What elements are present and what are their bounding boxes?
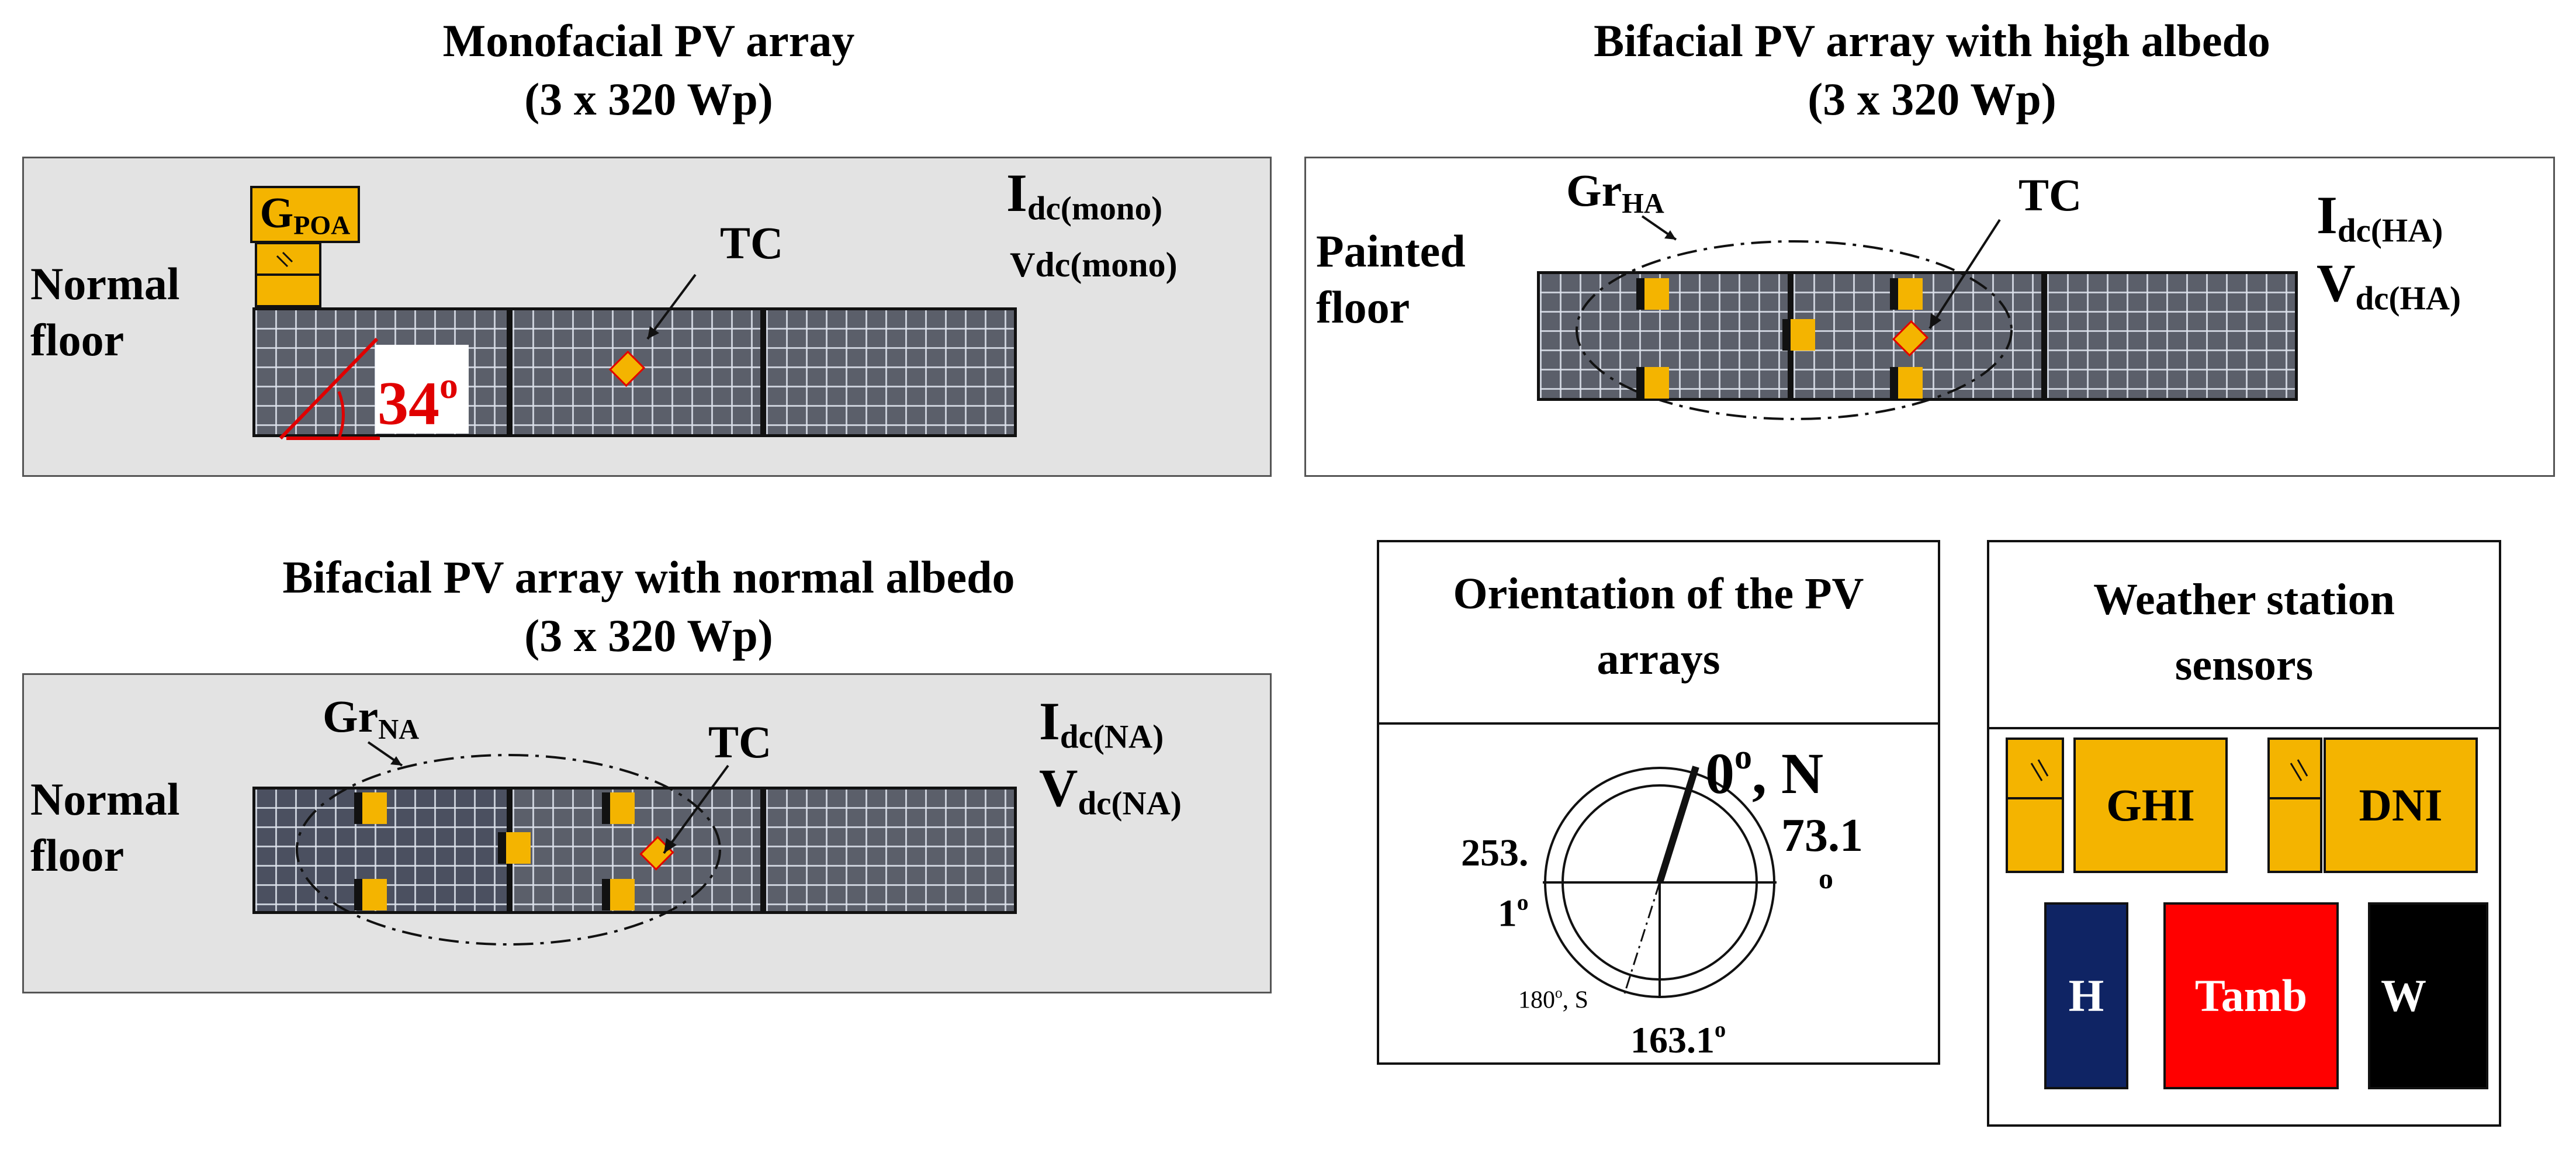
na-title-line1: Bifacial PV array with normal albedo xyxy=(282,552,1015,603)
dni-sensor-box: DNI xyxy=(2324,737,2478,873)
na-idc: Idc(NA) xyxy=(1039,691,1164,756)
compass-south-label: 180o, S xyxy=(1518,985,1588,1014)
ha-floor-line1: Painted xyxy=(1316,226,1466,276)
mono-floor-label: Normal floor xyxy=(30,256,180,368)
tamb-sensor-box: Tamb xyxy=(2163,902,2339,1089)
na-title: Bifacial PV array with normal albedo (3 … xyxy=(23,548,1274,665)
ha-rear-sensor-icon xyxy=(1782,319,1815,351)
weather-title-line1: Weather station xyxy=(2093,575,2395,624)
ha-tc-arrow xyxy=(1928,219,2001,330)
mono-floor-line1: Normal xyxy=(30,258,180,309)
compass-bottom-value: 163.1o xyxy=(1630,1017,1726,1061)
na-floor-line2: floor xyxy=(30,830,124,881)
na-tc-label: TC xyxy=(708,716,772,767)
na-vdc: Vdc(NA) xyxy=(1039,758,1182,822)
wind-sensor-box: W xyxy=(2368,902,2488,1089)
orientation-title: Orientation of the PV arrays xyxy=(1377,561,1940,692)
ha-rear-sensor-icon xyxy=(1636,278,1669,310)
compass-diagram xyxy=(1543,766,1777,998)
compass-left-value: 253. 1o xyxy=(1461,832,1529,935)
na-rear-sensor-icon xyxy=(602,792,635,824)
compass-north-label: 0o, N xyxy=(1705,737,1824,806)
gpoa-pyranometer-icon xyxy=(255,242,321,307)
weather-title: Weather station sensors xyxy=(1987,567,2501,698)
ha-module-3 xyxy=(2044,271,2298,401)
ha-title-line2: (3 x 320 Wp) xyxy=(1808,74,2056,124)
weather-title-line2: sensors xyxy=(2175,640,2314,690)
ha-title: Bifacial PV array with high albedo (3 x … xyxy=(1307,12,2557,129)
tilt-angle-label: 34o xyxy=(378,365,458,438)
ha-vdc: Vdc(HA) xyxy=(2317,253,2461,317)
ha-rear-sensor-icon xyxy=(1890,278,1923,310)
mono-tc-arrow xyxy=(646,273,697,340)
mono-title-line2: (3 x 320 Wp) xyxy=(524,74,773,124)
na-tc-arrow xyxy=(663,764,729,854)
na-floor-line1: Normal xyxy=(30,774,180,825)
gpoa-label: GPOA xyxy=(259,189,351,240)
ghi-label: GHI xyxy=(2106,780,2195,830)
ha-gr-arrow xyxy=(1641,215,1677,241)
mono-vdc: Vdc(mono) xyxy=(1010,245,1178,284)
ha-rear-irradiance-ellipse xyxy=(1576,240,2013,420)
na-rear-sensor-icon xyxy=(498,832,531,864)
ha-gr-label: GrHA xyxy=(1566,165,1664,220)
ha-title-line1: Bifacial PV array with high albedo xyxy=(1594,15,2270,66)
tilt-angle-lines xyxy=(279,337,380,440)
mono-module-3 xyxy=(763,307,1017,437)
ha-floor-label: Painted floor xyxy=(1316,223,1466,335)
na-rear-irradiance-ellipse xyxy=(296,754,721,946)
orientation-title-line2: arrays xyxy=(1597,635,1720,684)
weather-title-divider xyxy=(1987,727,2501,729)
na-rear-sensor-icon xyxy=(354,792,387,824)
compass-right-value: 73.1 o xyxy=(1781,810,1863,895)
wind-label: W xyxy=(2381,970,2426,1021)
na-gr-label: GrNA xyxy=(323,691,420,746)
orientation-title-line1: Orientation of the PV xyxy=(1453,569,1864,618)
mono-title-line1: Monofacial PV array xyxy=(442,15,855,66)
humidity-sensor-box: H xyxy=(2044,902,2128,1089)
na-rear-sensor-icon xyxy=(354,879,387,910)
dni-pyrheliometer-icon xyxy=(2267,737,2322,873)
na-rear-sensor-icon xyxy=(602,879,635,910)
na-gr-arrow xyxy=(367,741,403,767)
ha-floor-line2: floor xyxy=(1316,282,1410,333)
humidity-label: H xyxy=(2068,970,2104,1021)
orientation-title-divider xyxy=(1377,722,1940,725)
ghi-sensor-box: GHI xyxy=(2073,737,2228,873)
na-module-3 xyxy=(763,787,1017,914)
ha-rear-sensor-icon xyxy=(1636,367,1669,399)
na-floor-label: Normal floor xyxy=(30,771,180,884)
tamb-label: Tamb xyxy=(2194,970,2308,1021)
mono-idc: Idc(mono) xyxy=(1006,163,1163,227)
ha-idc: Idc(HA) xyxy=(2317,185,2443,250)
mono-module-2 xyxy=(510,307,763,437)
gpoa-label-box: GPOA xyxy=(250,186,360,243)
dni-label: DNI xyxy=(2359,780,2443,830)
mono-tc-label: TC xyxy=(720,217,784,268)
ha-rear-sensor-icon xyxy=(1890,367,1923,399)
ghi-pyranometer-icon xyxy=(2006,737,2064,873)
mono-title: Monofacial PV array (3 x 320 Wp) xyxy=(23,12,1274,129)
mono-floor-line2: floor xyxy=(30,314,124,365)
tilt-angle-box xyxy=(375,345,469,434)
ha-tc-label: TC xyxy=(2018,169,2082,220)
na-title-line2: (3 x 320 Wp) xyxy=(524,610,773,661)
